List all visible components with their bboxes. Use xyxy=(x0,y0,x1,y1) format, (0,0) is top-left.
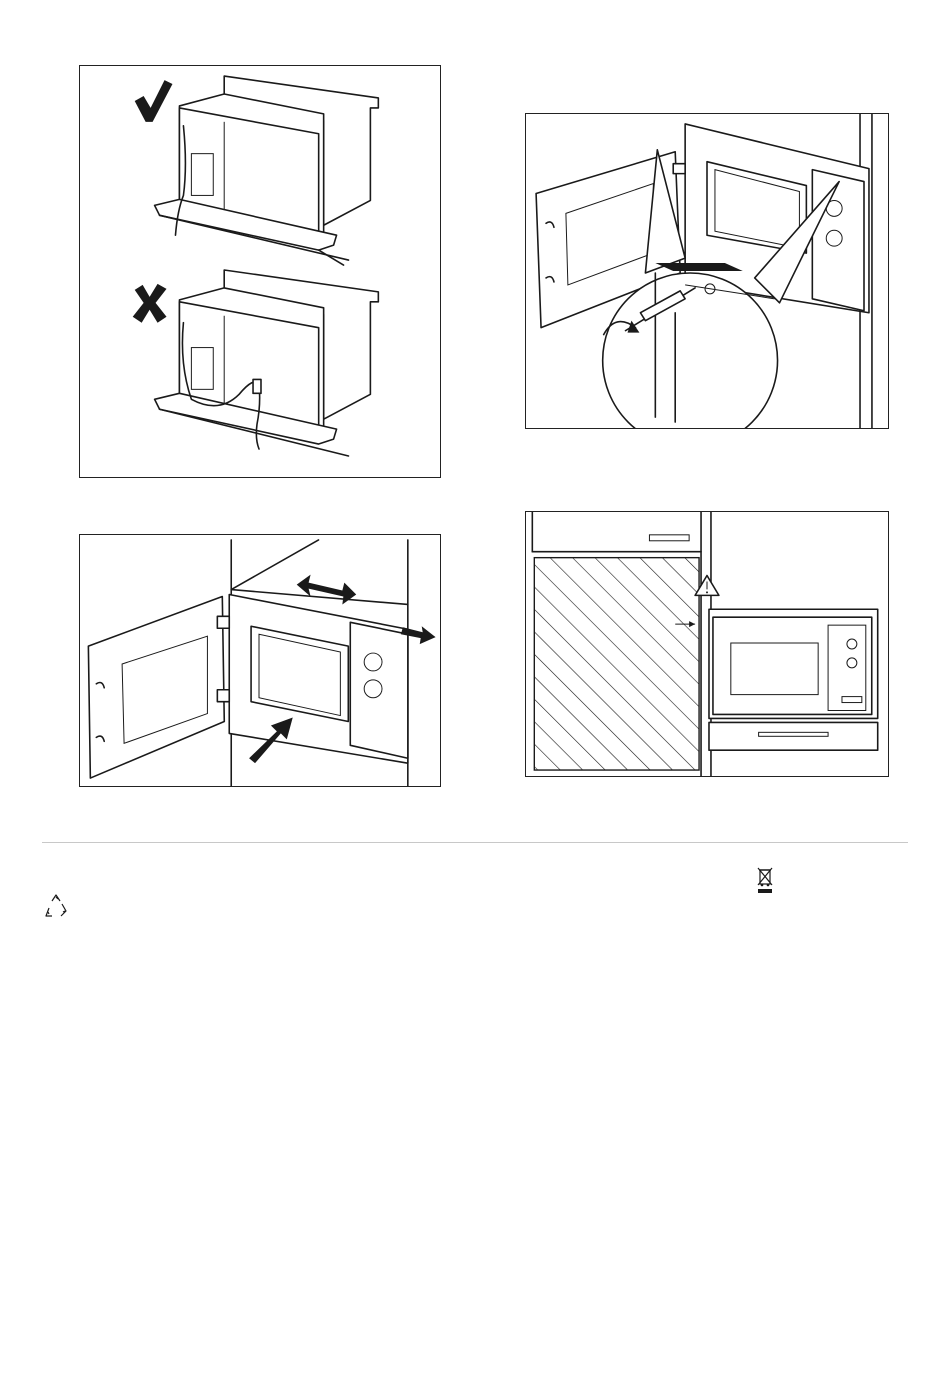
screw-fixing-drawing xyxy=(526,114,888,428)
cable-routing-drawing xyxy=(80,66,440,477)
clearance-drawing xyxy=(526,512,888,776)
recycle-icon xyxy=(43,893,69,919)
slide-in-drawing xyxy=(80,535,440,786)
figure-slide-in xyxy=(79,534,441,787)
correct-check-icon xyxy=(135,80,173,122)
section-divider xyxy=(42,842,908,843)
detail-magnifier xyxy=(603,273,778,428)
adjacent-unit-hatched xyxy=(534,558,699,770)
oven-correct-install xyxy=(155,76,379,265)
adjust-arrow-icon xyxy=(297,575,357,605)
crossed-bin-icon xyxy=(756,866,774,894)
figure-cable-routing xyxy=(79,65,441,478)
figure-clearance xyxy=(525,511,889,777)
wrong-cross-icon xyxy=(133,284,167,323)
oven-wrong-install xyxy=(155,270,379,456)
figure-screw-fixing xyxy=(525,113,889,429)
